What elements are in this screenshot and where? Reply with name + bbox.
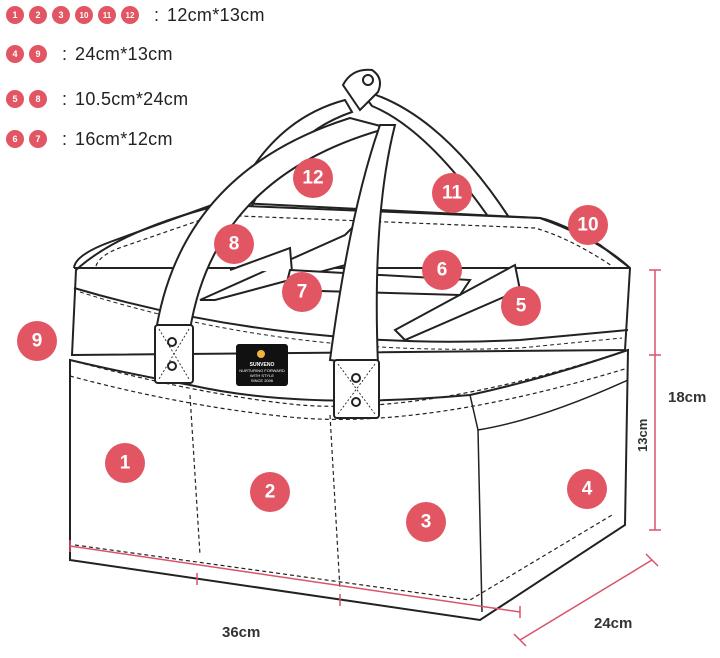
legend-row-3: 5 8 : 10.5cm*24cm xyxy=(6,86,188,112)
legend-colon: : xyxy=(62,128,68,149)
legend-dimension-3: 10.5cm*24cm xyxy=(75,88,189,109)
compartment-badge-11: 11 xyxy=(432,173,472,213)
legend-row-1: 1 2 3 10 11 12 : 12cm*13cm xyxy=(6,2,265,28)
svg-text:10: 10 xyxy=(577,215,598,236)
legend-colon: : xyxy=(62,43,68,64)
legend-dimension-1: 12cm*13cm xyxy=(167,4,265,25)
compartment-badge-8: 8 xyxy=(214,224,254,264)
legend-dimension-4: 16cm*12cm xyxy=(75,128,173,149)
legend-badge-12: 12 xyxy=(121,6,139,24)
legend-badge-1: 1 xyxy=(6,6,24,24)
svg-text:2: 2 xyxy=(265,482,276,503)
stitch-lines xyxy=(69,287,629,613)
compartment-badge-3: 3 xyxy=(406,502,446,542)
svg-text:4: 4 xyxy=(582,479,593,500)
dimension-lines xyxy=(69,269,661,647)
brand-label: SUNVENO NURTURING FORWARD WITH STYLE SIN… xyxy=(236,344,288,386)
compartment-badge-6: 6 xyxy=(422,250,462,290)
compartment-badge-9: 9 xyxy=(17,321,57,361)
svg-text:7: 7 xyxy=(297,282,308,303)
length-label: 36cm xyxy=(222,624,260,641)
legend-row-2: 4 9 : 24cm*13cm xyxy=(6,41,173,67)
legend-badge-2: 2 xyxy=(29,6,47,24)
compartment-badge-7: 7 xyxy=(282,272,322,312)
legend-badge-10: 10 xyxy=(75,6,93,24)
svg-text:11: 11 xyxy=(442,183,463,204)
legend-badge-8: 8 xyxy=(29,90,47,108)
width-label: 24cm xyxy=(594,615,632,632)
compartment-badge-4: 4 xyxy=(567,469,607,509)
legend-badge-3: 3 xyxy=(52,6,70,24)
height-label: 18cm xyxy=(668,389,706,406)
pocket-height-label: 13cm xyxy=(635,419,650,452)
legend-badge-7: 7 xyxy=(29,130,47,148)
brand-name: SUNVENO xyxy=(250,362,275,368)
legend-badge-4: 4 xyxy=(6,45,24,63)
front-handle xyxy=(154,116,397,419)
svg-text:12: 12 xyxy=(302,168,323,189)
legend-badge-11: 11 xyxy=(98,6,116,24)
svg-text:9: 9 xyxy=(32,331,43,352)
svg-text:8: 8 xyxy=(229,234,240,255)
compartment-badge-1: 1 xyxy=(105,443,145,483)
center-dividers xyxy=(199,222,522,342)
brand-line-3: SINCE 2006 xyxy=(251,378,274,383)
compartment-badge-10: 10 xyxy=(568,205,608,245)
svg-text:5: 5 xyxy=(516,296,527,317)
legend-row-4: 6 7 : 16cm*12cm xyxy=(6,126,173,152)
svg-text:6: 6 xyxy=(437,260,448,281)
svg-text:3: 3 xyxy=(421,512,432,533)
compartment-badge-12: 12 xyxy=(293,158,333,198)
legend-dimension-2: 24cm*13cm xyxy=(75,43,173,64)
brand-line-2: WITH STYLE xyxy=(250,373,274,378)
legend-badge-6: 6 xyxy=(6,130,24,148)
legend-colon: : xyxy=(154,4,160,25)
legend-badge-9: 9 xyxy=(29,45,47,63)
legend-colon: : xyxy=(62,88,68,109)
compartment-badge-5: 5 xyxy=(501,286,541,326)
brand-line-1: NURTURING FORWARD xyxy=(239,368,285,373)
compartment-badge-2: 2 xyxy=(250,472,290,512)
svg-text:1: 1 xyxy=(120,453,131,474)
legend-badge-5: 5 xyxy=(6,90,24,108)
